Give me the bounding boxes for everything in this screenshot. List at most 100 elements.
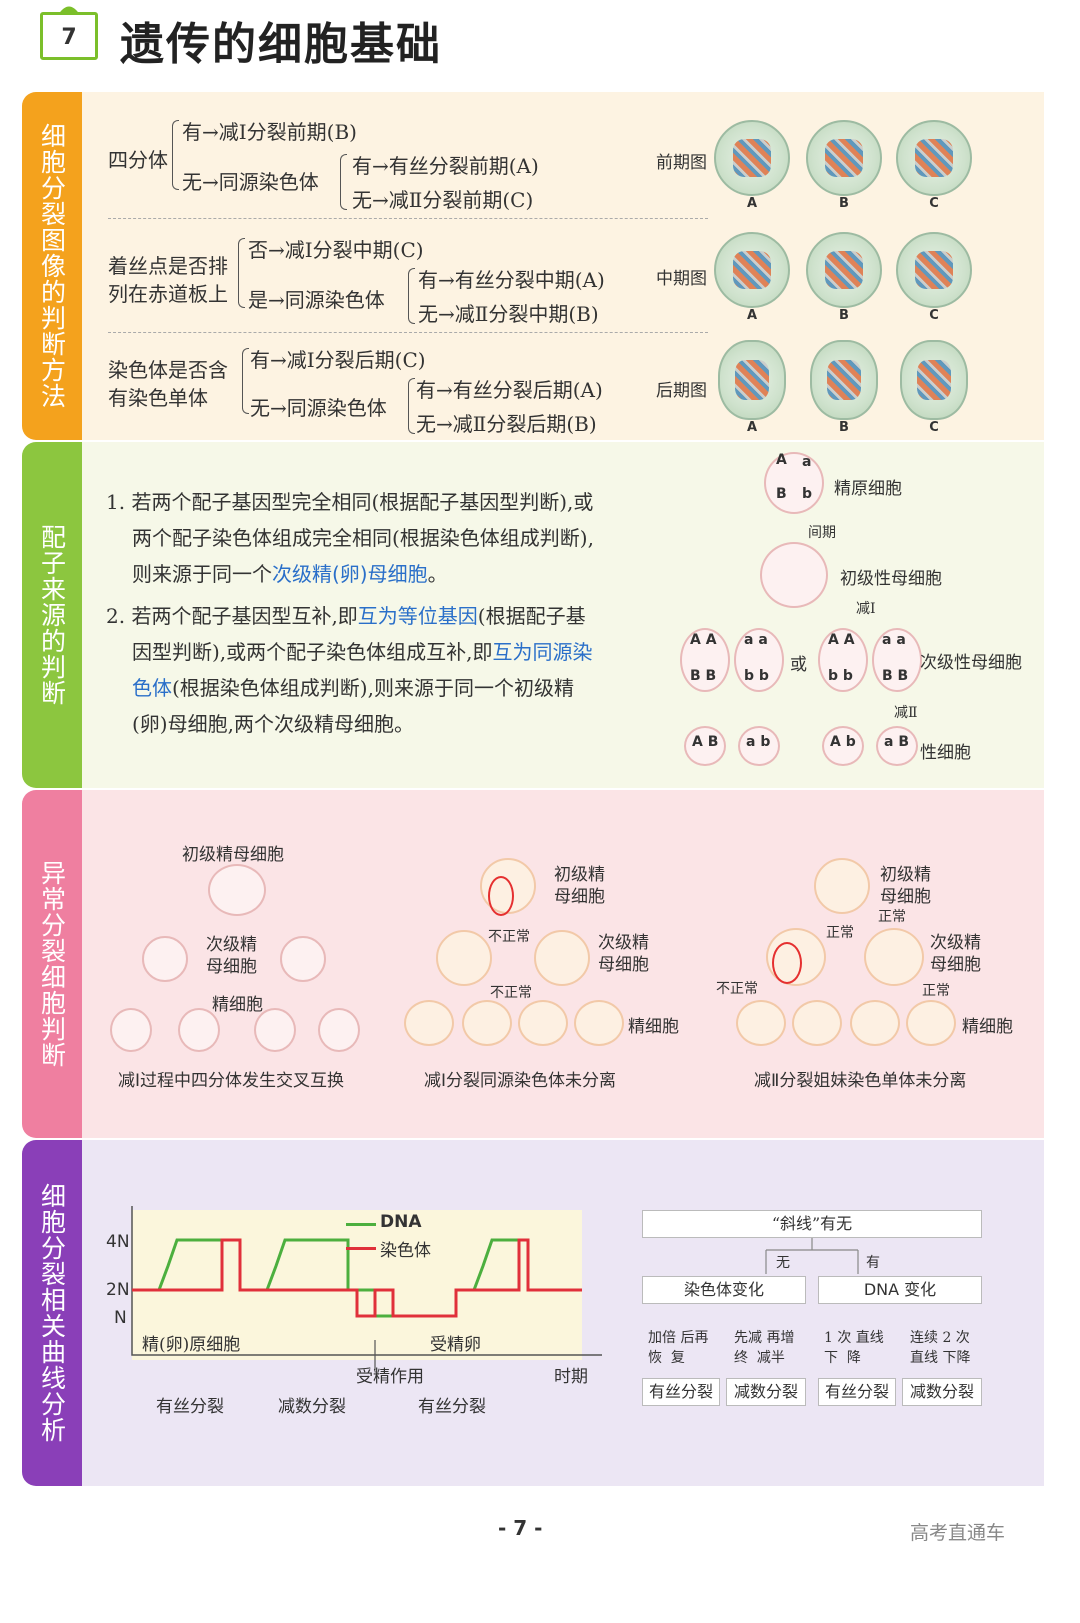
- d3-secondary-label: 次级精: [930, 933, 981, 953]
- cell-letter: C: [929, 308, 939, 323]
- p2-line4: (卵)母细胞,两个次级精母细胞。: [132, 712, 414, 736]
- label-or: 或: [790, 655, 807, 675]
- gamete-cell: [876, 726, 918, 766]
- page-title: 遗传的细胞基础: [120, 19, 442, 70]
- d2-sperm-label: 精细胞: [628, 1017, 679, 1037]
- tree-cond-4: 连续 2 次 直线 下降: [910, 1330, 971, 1366]
- cell-letter: A: [746, 196, 758, 211]
- legend-dna-swatch: [346, 1223, 376, 1226]
- brand-watermark: 高考直通车: [910, 1522, 1006, 1544]
- d3-normal1: 正常: [878, 909, 906, 925]
- d1-primary-label: 初级精母细胞: [182, 845, 284, 865]
- label-primary: 初级性母细胞: [840, 569, 942, 589]
- x-axis-label: 时期: [554, 1367, 588, 1387]
- highlight-homologous-cont: 色体: [132, 676, 172, 700]
- section-band-curve-analysis: 细胞分裂相关曲线分析: [22, 1140, 82, 1486]
- legend-chromosome: 染色体: [380, 1241, 431, 1261]
- g1-root: 四分体: [108, 148, 168, 172]
- d2-sperm-cell: [404, 1000, 454, 1046]
- d1-secondary-cell: [280, 936, 326, 982]
- d2-sperm-cell: [462, 1000, 512, 1046]
- abnormal-circle: [772, 942, 802, 984]
- gamete-cell: [738, 726, 780, 766]
- d2-secondary-label2: 母细胞: [598, 955, 649, 975]
- phase-mitosis-1: 有丝分裂: [156, 1397, 224, 1417]
- g1-b: 无→同源染色体: [182, 170, 319, 194]
- cell-letter: C: [929, 196, 939, 211]
- d3-primary-label: 初级精: [880, 865, 931, 885]
- d2-caption: 减Ⅰ分裂同源染色体未分离: [424, 1071, 617, 1091]
- y-tick-n: N: [114, 1308, 127, 1328]
- gene-label: a B: [884, 734, 909, 750]
- region-label-zygote: 受精卵: [430, 1335, 481, 1355]
- gamete-cell: [684, 726, 726, 766]
- region-label-germ: 精(卵)原细胞: [142, 1335, 241, 1355]
- g3-b: 无→同源染色体: [250, 396, 387, 420]
- g3-b2: 无→减Ⅱ分裂后期(B): [416, 412, 597, 436]
- p1-line2: 两个配子染色体组成完全相同(根据染色体组成判断),: [132, 526, 594, 550]
- d3-normal3: 正常: [922, 983, 950, 999]
- cell-anaphase-a: [718, 340, 786, 420]
- section-band-gamete-origin: 配子来源的判断: [22, 442, 82, 788]
- d3-sperm-label: 精细胞: [962, 1017, 1013, 1037]
- cell-letter: A: [746, 308, 758, 323]
- cell-anaphase-b: [810, 340, 878, 420]
- highlight-allele: 互为等位基因: [357, 604, 478, 628]
- section-band-abnormal-division: 异常分裂细胞判断: [22, 790, 82, 1138]
- g3-b1: 有→有丝分裂后期(A): [416, 378, 603, 402]
- secondary-cell: [734, 628, 784, 692]
- d2-secondary-cell: [436, 930, 492, 986]
- d1-sperm-cell: [110, 1008, 152, 1052]
- d1-sperm-cell: [178, 1008, 220, 1052]
- d1-primary-cell: [208, 864, 266, 916]
- tree-yes: 有: [866, 1255, 880, 1271]
- d2-primary-label: 初级精: [554, 865, 605, 885]
- brace: [408, 378, 415, 434]
- cell-letter: B: [839, 420, 849, 435]
- tree-connectors: [765, 1238, 859, 1274]
- gene-label: B: [776, 486, 787, 502]
- chapter-badge: 7: [40, 12, 98, 60]
- section-image-judgment: 四分体 有→减Ⅰ分裂前期(B) 无→同源染色体 有→有丝分裂前期(A) 无→减Ⅱ…: [82, 92, 1044, 440]
- label-meiosis1: 减Ⅰ: [856, 601, 876, 617]
- g3-root1: 染色体是否含: [108, 358, 228, 382]
- cell-letter: B: [839, 196, 849, 211]
- secondary-cell: [680, 628, 730, 692]
- p2-line1: 2. 若两个配子基因型互补,即互为等位基因(根据配子基: [106, 604, 586, 628]
- g2-b1: 有→有丝分裂中期(A): [418, 268, 605, 292]
- page-number: - 7 -: [498, 1516, 543, 1540]
- p2-line3: 色体(根据染色体组成判断),则来源于同一个初级精: [132, 676, 574, 700]
- legend-dna: DNA: [380, 1212, 422, 1232]
- p1-line1: 1. 若两个配子基因型完全相同(根据配子基因型判断),或: [106, 490, 594, 514]
- gene-label: a: [802, 454, 812, 470]
- series-line-chromosome: [132, 1238, 582, 1318]
- tree-cond-1: 加倍 后再 恢 复: [648, 1330, 709, 1366]
- secondary-cell: [872, 628, 922, 692]
- d3-caption: 减Ⅱ分裂姐妹染色单体未分离: [754, 1071, 967, 1091]
- cell-prophase-c: [896, 120, 972, 196]
- brace: [238, 238, 245, 308]
- d1-sperm-cell: [254, 1008, 296, 1052]
- phase-mitosis-2: 有丝分裂: [418, 1397, 486, 1417]
- divider: [108, 218, 708, 219]
- g2-a: 否→减Ⅰ分裂中期(C): [248, 238, 424, 262]
- curve-chart: [131, 1206, 602, 1370]
- tree-root: “斜线”有无: [642, 1210, 982, 1238]
- brace: [340, 154, 347, 210]
- cell-letter: C: [929, 420, 939, 435]
- y-tick-2n: 2N: [106, 1280, 130, 1300]
- g3-root2: 有染色单体: [108, 386, 208, 410]
- gene-label: A B: [692, 734, 719, 750]
- d3-primary-cell: [814, 858, 870, 914]
- cell-prophase-b: [806, 120, 882, 196]
- phase-meiosis: 减数分裂: [278, 1397, 346, 1417]
- g1-a: 有→减Ⅰ分裂前期(B): [182, 120, 357, 144]
- chapter-number: 7: [61, 25, 77, 50]
- d3-abnormal: 不正常: [716, 981, 758, 997]
- fertilization-label: 受精作用: [356, 1367, 424, 1387]
- label-interphase: 间期: [808, 525, 836, 541]
- d3-sperm-cell: [906, 1000, 956, 1046]
- highlight-homologous: 互为同源染: [492, 640, 593, 664]
- y-tick-4n: 4N: [106, 1232, 130, 1252]
- g3-a: 有→减Ⅰ分裂后期(C): [250, 348, 426, 372]
